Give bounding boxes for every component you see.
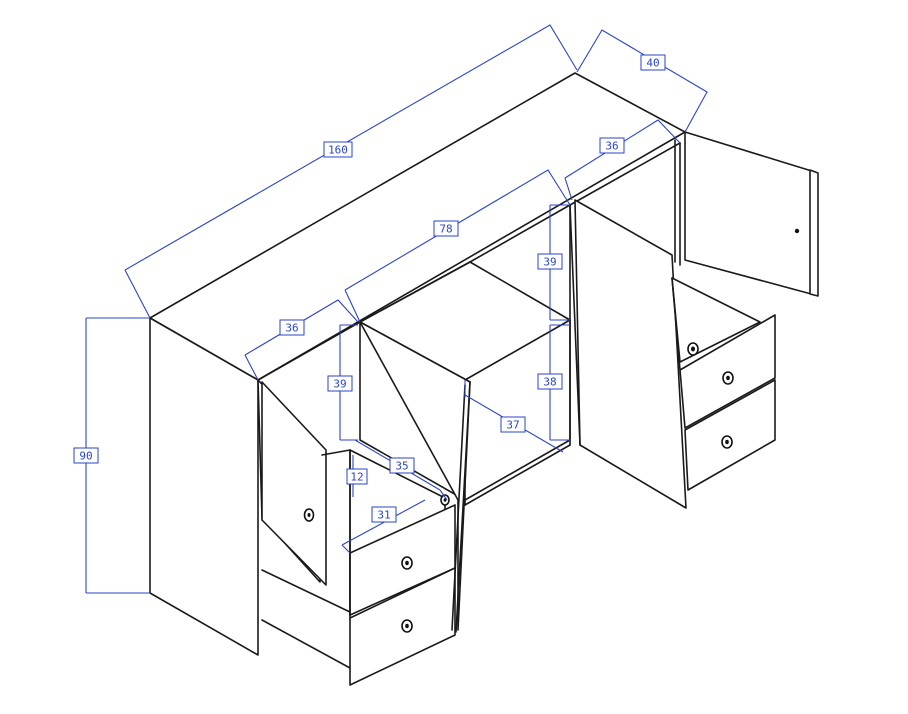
- dimension-label-left-cabinet-width: 36: [279, 319, 305, 336]
- svg-text:78: 78: [439, 223, 452, 236]
- dimension-label-middle-upper-height: 39: [537, 253, 563, 270]
- right-side-door[interactable]: [684, 131, 819, 297]
- dimension-label-drawer-width: 31: [371, 506, 397, 523]
- svg-text:160: 160: [328, 144, 348, 157]
- left-side-panel: [149, 317, 259, 656]
- knob-icon: [401, 619, 413, 633]
- knob-icon: [303, 508, 315, 522]
- dimension-label-drawer-depth: 35: [389, 457, 415, 474]
- svg-text:12: 12: [350, 471, 363, 484]
- svg-text:35: 35: [395, 460, 408, 473]
- right-center-door[interactable]: [569, 199, 687, 509]
- front-top-edge-middle: [359, 261, 471, 323]
- svg-text:31: 31: [377, 509, 390, 522]
- svg-text:38: 38: [543, 376, 556, 389]
- dimension-label-depth: 40: [640, 54, 666, 71]
- dimension-label-height: 90: [73, 447, 99, 464]
- dimension-label-total-width: 160: [323, 141, 353, 158]
- left-drawer-top[interactable]: [321, 449, 456, 616]
- front-top-edge-left: [257, 321, 361, 381]
- left-drawer-bottom[interactable]: [349, 567, 456, 686]
- knob-icon: [401, 556, 413, 570]
- front-top-edge-right: [569, 142, 681, 206]
- middle-left-front-edge-2: [451, 384, 466, 631]
- svg-text:40: 40: [646, 57, 659, 70]
- dimension-label-middle-width: 78: [433, 220, 459, 237]
- right-drawer-top[interactable]: [671, 277, 776, 429]
- middle-left-front-edge: [455, 381, 471, 633]
- middle-top-inner: [469, 204, 571, 263]
- left-inner-floor: [261, 569, 351, 621]
- svg-text:36: 36: [605, 140, 618, 153]
- middle-left-partition: [359, 321, 471, 631]
- dimension-label-middle-lower-height: 38: [537, 373, 563, 390]
- dimension-label-drawer-height: 12: [346, 468, 368, 485]
- svg-text:37: 37: [506, 419, 519, 432]
- knob-icon: [794, 228, 800, 234]
- knob-icon: [721, 435, 733, 449]
- dimension-label-left-cabinet-upper-height: 39: [327, 375, 353, 392]
- svg-text:39: 39: [333, 378, 346, 391]
- middle-bottom: [464, 444, 571, 506]
- dimension-label-middle-depth: 37: [500, 416, 526, 433]
- svg-text:39: 39: [543, 256, 556, 269]
- knob-icon: [722, 371, 734, 385]
- knob-icon: [440, 494, 450, 506]
- dimension-label-right-cabinet-width: 36: [599, 137, 625, 154]
- carcass: [149, 72, 686, 656]
- svg-text:36: 36: [285, 322, 298, 335]
- knob-icon: [687, 342, 699, 356]
- left-inner-bottom: [261, 619, 351, 669]
- right-drawer-bottom[interactable]: [684, 379, 776, 491]
- left-door[interactable]: [257, 379, 327, 586]
- svg-text:90: 90: [79, 450, 92, 463]
